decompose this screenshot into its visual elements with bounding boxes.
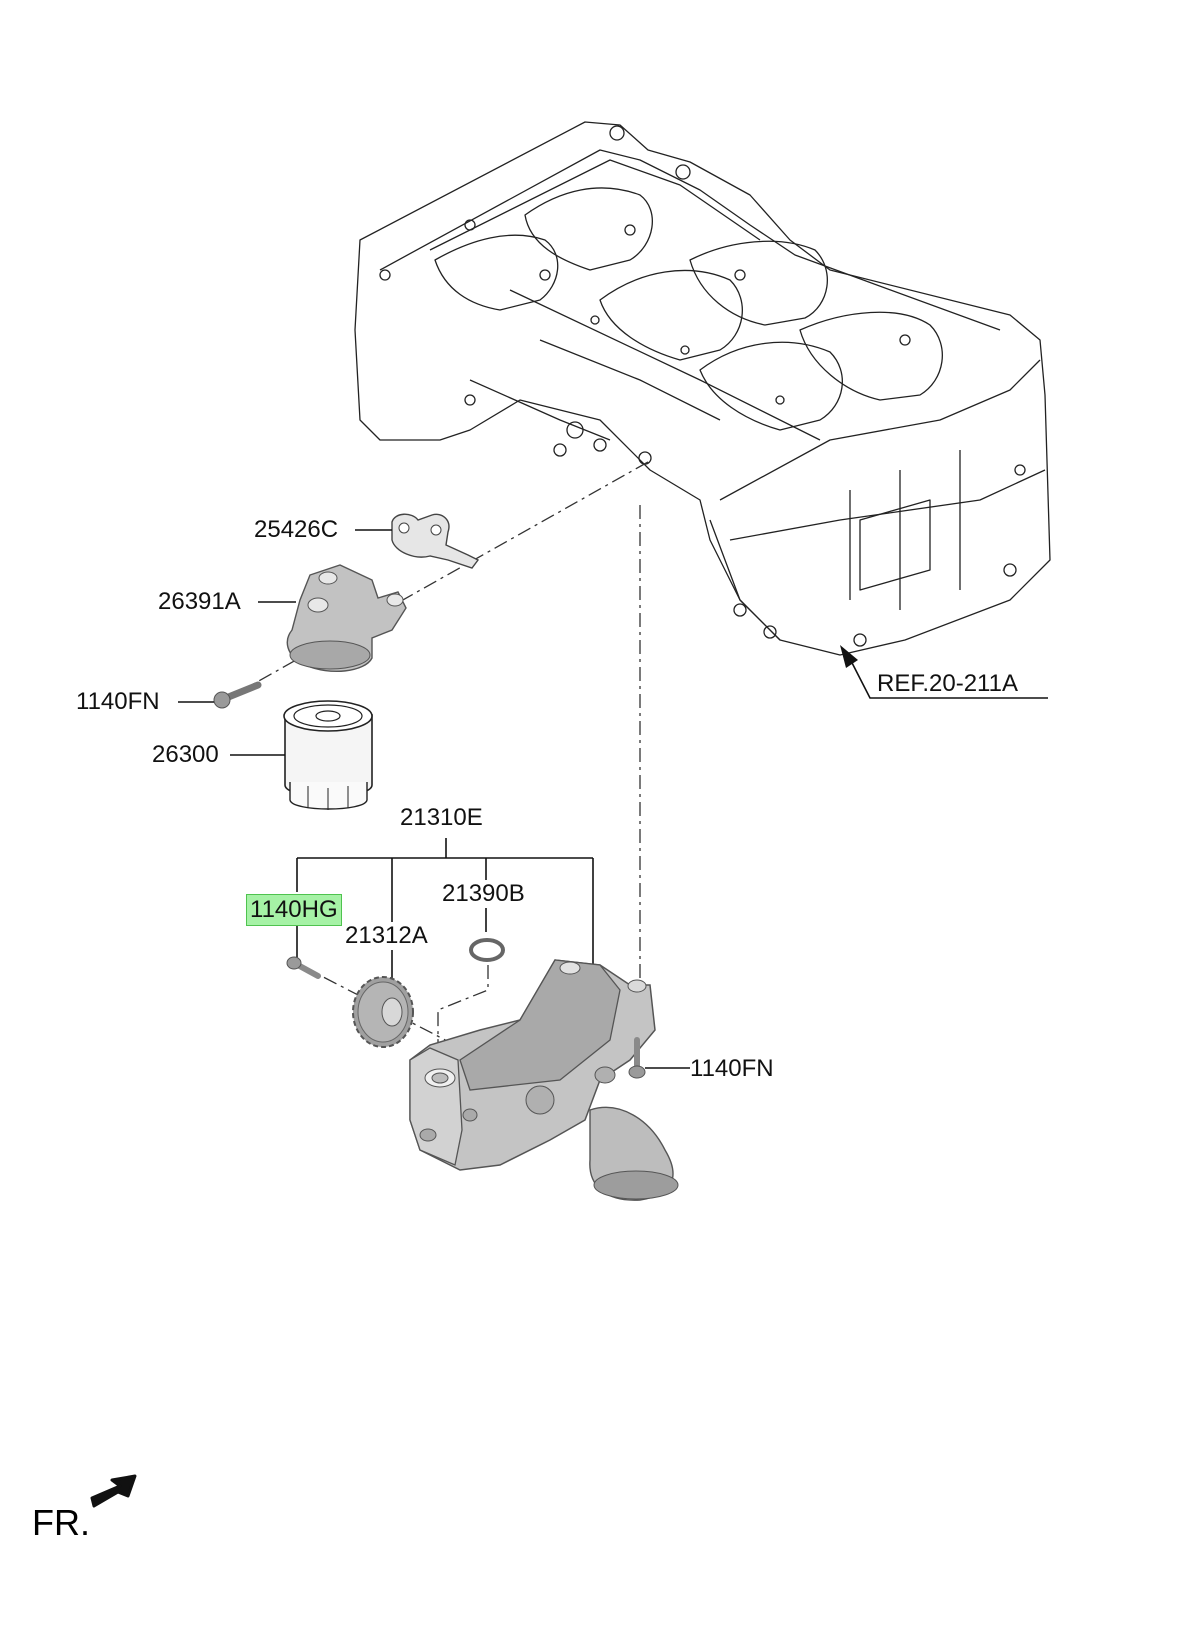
o-ring-part — [469, 938, 505, 962]
oil-filter-part — [283, 700, 373, 810]
label-bolt-highlight[interactable]: 1140HG — [246, 894, 342, 926]
bolt-upper-part — [213, 681, 262, 709]
filter-housing-part — [286, 564, 407, 672]
assembly-bracket — [296, 838, 594, 980]
bolt-pump-part — [628, 1037, 646, 1079]
label-oil-filter[interactable]: 26300 — [152, 741, 219, 768]
label-filter-housing[interactable]: 26391A — [158, 588, 241, 615]
front-marker-label: FR. — [32, 1502, 90, 1543]
label-o-ring[interactable]: 21390B — [442, 880, 525, 907]
label-pump-assembly[interactable]: 21310E — [400, 804, 483, 831]
label-bolt-upper[interactable]: 1140FN — [76, 688, 160, 715]
leader-lines — [178, 529, 1048, 1069]
label-sprocket[interactable]: 21312A — [345, 922, 428, 949]
front-arrow-icon — [90, 1474, 137, 1508]
label-reference[interactable]: REF.20-211A — [877, 670, 1018, 697]
sprocket-part — [352, 976, 414, 1048]
gasket-part — [391, 513, 480, 569]
label-gasket[interactable]: 25426C — [254, 516, 339, 543]
engine-block — [354, 121, 1051, 656]
oil-pump-part — [409, 959, 679, 1201]
bolt-highlight-part — [286, 956, 321, 979]
label-bolt-pump[interactable]: 1140FN — [690, 1055, 774, 1082]
